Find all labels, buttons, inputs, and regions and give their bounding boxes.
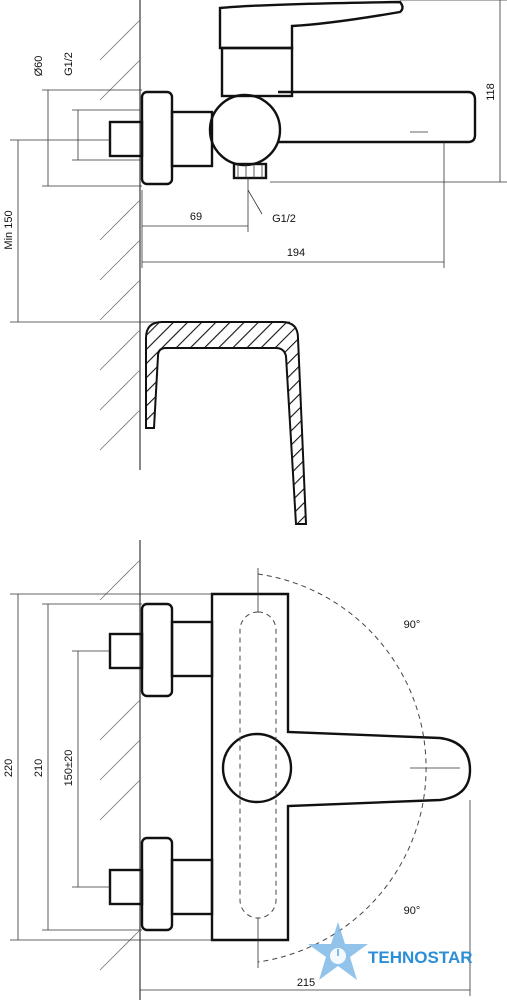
dim-g12-top: G1/2 [63, 52, 75, 76]
lever-swing-path [239, 611, 277, 919]
upper-inlet-pipe [108, 632, 144, 670]
upper-connector [170, 620, 214, 678]
dim-220: 220 [3, 759, 15, 777]
spout [278, 90, 477, 144]
side-view [10, 0, 507, 470]
lower-inlet-pipe [108, 868, 144, 906]
dim-min150: Min 150 [3, 210, 15, 249]
front-dimension-lines [10, 593, 471, 996]
swing-arc [257, 573, 427, 963]
spout-cross-section [145, 321, 308, 525]
shower-outlet [232, 162, 268, 180]
inlet-pipe [108, 120, 144, 158]
connector-body [170, 110, 214, 168]
dim-g12-bottom: G1/2 [272, 213, 296, 225]
lever-handle [218, 0, 404, 50]
dim-150: 150±20 [63, 750, 75, 787]
lever-knob [221, 732, 293, 804]
watermark-brand: TEHNOSTAR [368, 948, 473, 967]
dim-dia60: Ø60 [33, 56, 45, 77]
lower-flange [140, 836, 174, 932]
upper-flange [140, 602, 174, 698]
watermark-logo: TEHNOSTAR [308, 922, 473, 980]
mixer-body-front [210, 592, 472, 942]
wall-flange [140, 90, 174, 186]
dim-118: 118 [485, 83, 497, 101]
side-dimension-lines [10, 0, 507, 323]
dim-69: 69 [190, 211, 202, 223]
dim-194: 194 [287, 247, 305, 259]
mixer-body [208, 93, 282, 167]
angle-bottom: 90° [404, 905, 421, 917]
dim-210: 210 [33, 759, 45, 777]
lever-neck [220, 46, 294, 98]
wall-hatching-front [99, 559, 141, 971]
wall-hatching-side [99, 19, 141, 451]
angle-top: 90° [404, 619, 421, 631]
dim-215: 215 [297, 977, 315, 989]
lower-connector [170, 858, 214, 916]
front-view [10, 540, 472, 1000]
